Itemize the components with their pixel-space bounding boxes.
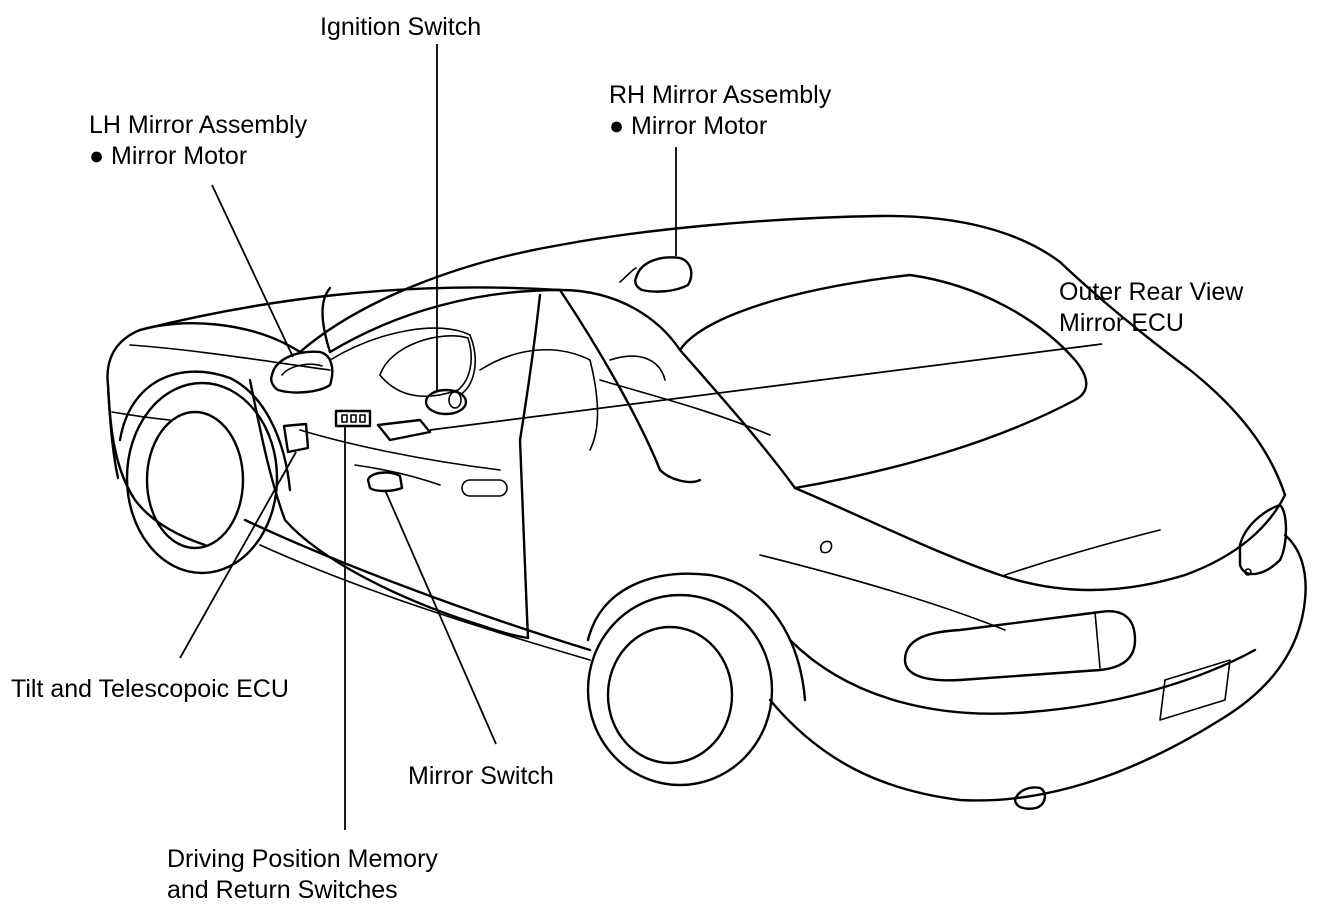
driving-memory-label-line1: Driving Position Memory <box>167 845 438 873</box>
ignition-switch-label: Ignition Switch <box>320 13 481 41</box>
rear-wheel-arch <box>586 572 807 702</box>
car-a-pillar <box>321 286 332 354</box>
car-quarter-crease <box>759 554 1006 631</box>
car-seat-back <box>479 348 599 451</box>
labels: Ignition Switch LH Mirror Assembly ● Mir… <box>11 13 1244 904</box>
rear-wheel-rim <box>606 625 734 765</box>
ignition-key-cylinder <box>448 391 462 409</box>
tail-light-bolt <box>1244 568 1252 576</box>
car-rear-window <box>678 273 1088 490</box>
memory-switches-part <box>334 409 372 428</box>
car-door-rear-edge <box>518 438 530 640</box>
ignition-switch-part <box>424 388 468 416</box>
lh-mirror-housing <box>270 350 334 394</box>
car-front-bumper-line <box>111 411 171 421</box>
mirror-switch-label: Mirror Switch <box>408 762 554 790</box>
outer-mirror-ecu-part <box>376 418 432 442</box>
tilt-telescopic-ecu-part <box>282 422 310 454</box>
fuel-door-mark <box>819 540 833 554</box>
rh-mirror-housing <box>634 256 693 293</box>
car-side-body-line <box>259 544 591 661</box>
memory-switch-button-1 <box>341 414 348 423</box>
car-instrument-cluster <box>379 335 472 398</box>
rh-mirror-motor-label: ● Mirror Motor <box>609 112 767 140</box>
car-door-armrest <box>354 464 441 486</box>
outer-ecu-label-line1: Outer Rear View <box>1059 278 1244 306</box>
lh-mirror-motor-label: ● Mirror Motor <box>89 142 247 170</box>
tail-light-left <box>903 610 1137 682</box>
tilt-telescopic-ecu-label: Tilt and Telescopoic ECU <box>11 675 289 703</box>
car-trunk-lid <box>793 486 1287 592</box>
lh-mirror-assembly-label: LH Mirror Assembly <box>89 111 308 139</box>
license-plate-recess <box>1159 659 1231 721</box>
mirror-switch-part <box>366 471 404 493</box>
car-door-window-frame <box>328 288 682 354</box>
car-door-opening <box>248 378 530 640</box>
lh-mirror-leader <box>211 184 294 358</box>
car-side-sill <box>243 518 592 652</box>
car-door-inner-panel <box>299 429 501 471</box>
lh-mirror-glass <box>281 363 323 376</box>
front-wheel-rim <box>145 410 245 550</box>
tilt-ecu-leader <box>179 451 297 659</box>
car-c-pillar <box>558 288 702 484</box>
rh-mirror-arm <box>619 267 637 283</box>
leader-lines <box>179 44 1103 830</box>
mirror-switch-leader <box>384 489 497 745</box>
driving-memory-label-line2: and Return Switches <box>167 876 398 904</box>
car-b-pillar <box>518 293 542 442</box>
car-hood-top-line <box>138 286 562 332</box>
car-illustration <box>106 214 1307 810</box>
car-seat-back-2 <box>609 355 666 381</box>
rh-mirror-assembly-label: RH Mirror Assembly <box>609 81 832 109</box>
tail-light-left-divider <box>1094 611 1101 669</box>
outer-ecu-label-line2: Mirror ECU <box>1059 309 1184 337</box>
front-wheel-arch <box>118 370 292 492</box>
outer-ecu-leader <box>429 343 1103 431</box>
car-hood-crease <box>129 344 331 371</box>
car-roof-outline <box>298 214 1287 497</box>
tail-light-right <box>1238 503 1288 576</box>
front-wheel-tire <box>125 381 279 575</box>
car-trunk-line <box>1004 529 1161 576</box>
car-front-bumper <box>106 383 207 547</box>
car-rear-lower-body <box>768 533 1307 802</box>
rear-wheel-tire <box>586 593 774 787</box>
memory-switch-button-2 <box>350 414 357 423</box>
memory-switch-button-3 <box>359 414 366 423</box>
exhaust-pipe <box>1013 786 1047 810</box>
car-interior-line <box>599 379 771 436</box>
car-dashboard <box>329 327 476 396</box>
car-door-handle <box>461 479 508 497</box>
car-rear-bumper <box>788 638 1257 715</box>
